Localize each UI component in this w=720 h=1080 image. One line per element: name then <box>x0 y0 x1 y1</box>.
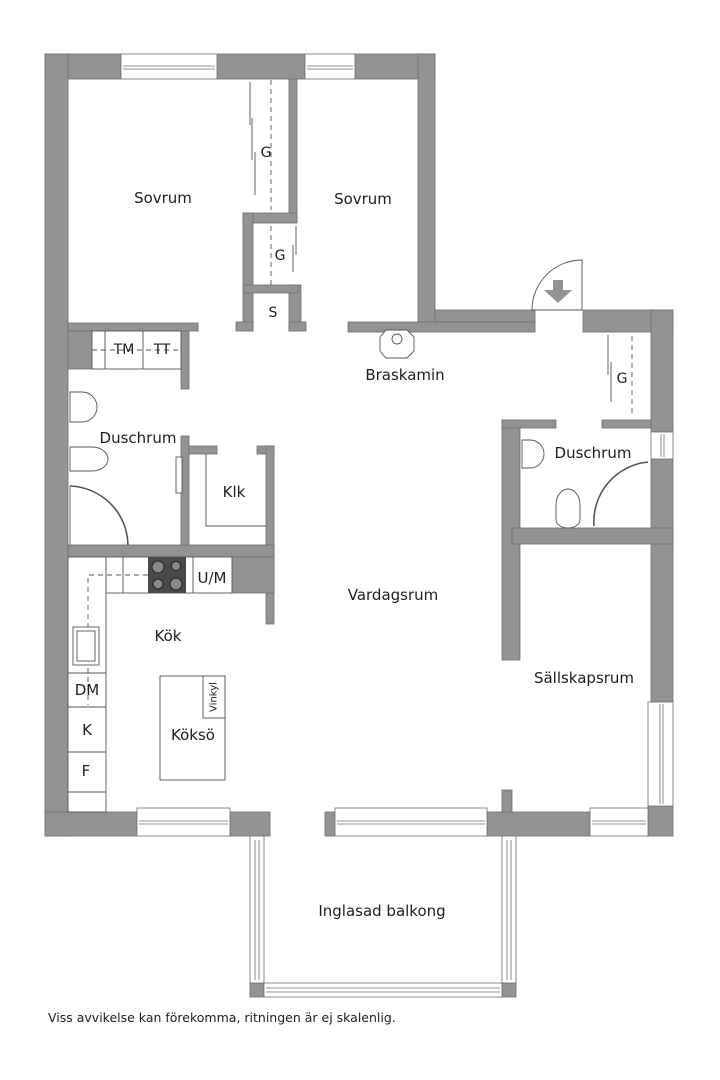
label-kitchen-island: Köksö <box>171 726 215 744</box>
room-label-sovrum-right: Sovrum <box>334 190 392 208</box>
label-fireplace: Braskamin <box>365 366 445 384</box>
room-label-vardagsrum: Vardagsrum <box>347 586 439 604</box>
room-label-kok: Kök <box>154 627 182 645</box>
label-washer: TM <box>113 342 135 358</box>
room-label-klk: Klk <box>222 483 246 501</box>
label-oven-microwave: U/M <box>197 569 227 587</box>
stove-icon <box>148 557 186 593</box>
label-wardrobe-hall: G <box>616 371 628 387</box>
label-wardrobe-2: G <box>274 248 286 264</box>
label-dryer: TT <box>153 342 171 358</box>
room-label-duschrum-left: Duschrum <box>99 429 177 447</box>
label-storage: S <box>268 305 278 321</box>
fixtures <box>67 80 649 813</box>
label-fridge: K <box>82 721 92 739</box>
disclaimer-text: Viss avvikelse kan förekomma, ritningen … <box>48 1010 396 1025</box>
windows <box>120 53 674 998</box>
room-label-sallskapsrum: Sällskapsrum <box>533 669 635 687</box>
label-wardrobe-1: G <box>260 145 272 161</box>
room-label-sovrum-left: Sovrum <box>134 189 192 207</box>
walls <box>44 53 674 998</box>
entrance-arrow-icon <box>544 280 572 303</box>
label-freezer: F <box>81 762 91 780</box>
room-label-duschrum-right: Duschrum <box>554 444 632 462</box>
label-dishwasher: DM <box>74 681 100 699</box>
label-wine-cooler: Vinkyl <box>208 682 220 712</box>
room-label-inglasad-balkong: Inglasad balkong <box>318 902 446 920</box>
